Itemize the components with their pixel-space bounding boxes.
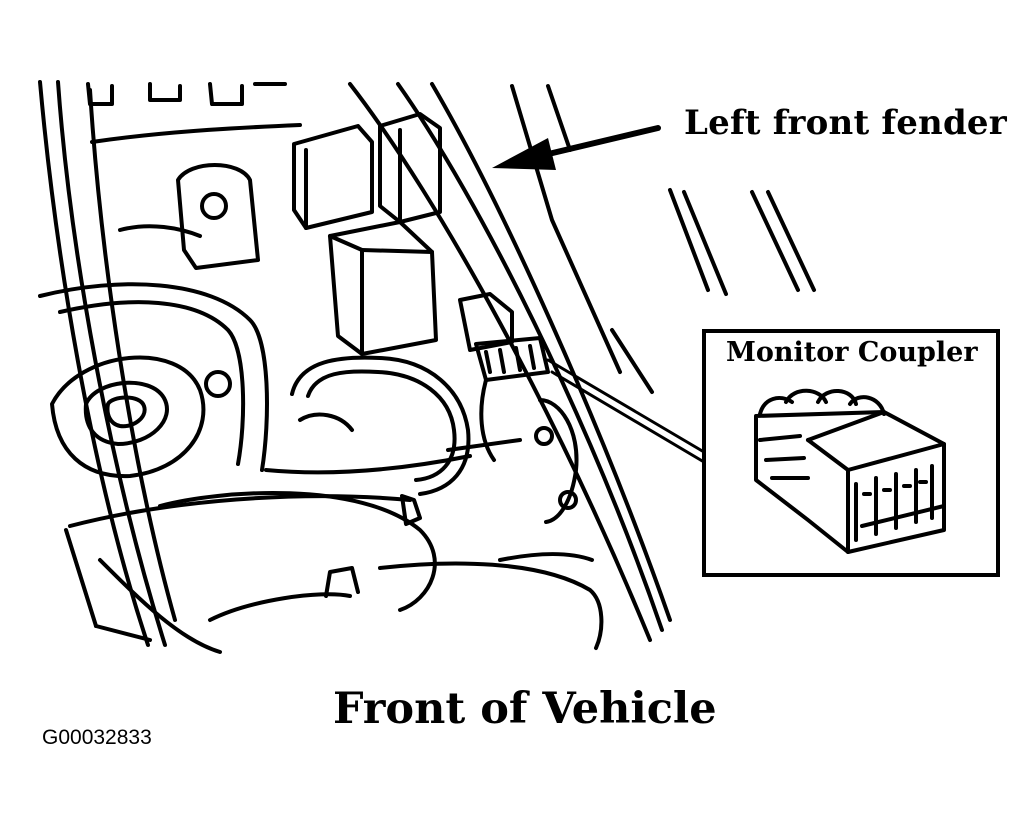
relay-blocks bbox=[292, 112, 514, 356]
monitor-coupler-in-bay bbox=[474, 336, 550, 462]
wiring-harness bbox=[38, 282, 522, 496]
front-of-vehicle-label: Front of Vehicle bbox=[333, 684, 717, 734]
engine-mount bbox=[118, 163, 260, 270]
figure-id: G00032833 bbox=[42, 726, 152, 749]
lower-body bbox=[64, 398, 604, 654]
left-body-edge bbox=[38, 80, 177, 647]
monitor-coupler-label: Monitor Coupler bbox=[726, 337, 978, 368]
coupler-leader-line bbox=[546, 358, 706, 464]
left-front-fender-label: Left front fender bbox=[684, 103, 1007, 143]
distributor bbox=[50, 355, 232, 479]
coupler-detail-drawing bbox=[754, 388, 946, 554]
coupler-inset-box bbox=[702, 329, 1000, 577]
fender-lines bbox=[348, 82, 816, 642]
fender-arrow bbox=[492, 125, 661, 170]
back-rail bbox=[86, 82, 302, 144]
